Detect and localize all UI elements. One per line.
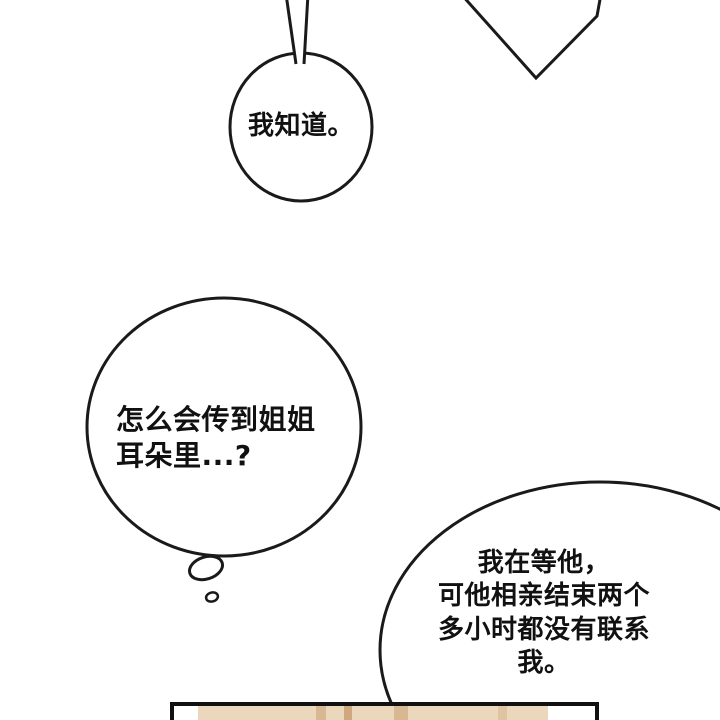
speech-line: 多小时都没有联系: [437, 614, 650, 645]
artwork-stripe: [344, 706, 352, 720]
thought-line: 怎么会传到姐姐: [116, 403, 316, 436]
thought-bubble: [85, 296, 363, 603]
artwork-stripe: [498, 706, 507, 720]
bottom-speech-text: 我在等他， 可他相亲结束两个 多小时都没有联系 我。: [408, 547, 680, 680]
artwork-stripe: [316, 706, 326, 720]
top-speech-text: 我知道。: [236, 110, 366, 144]
thought-line: 耳朵里...?: [116, 439, 252, 473]
panel-artwork: [198, 706, 548, 720]
artwork-stripe: [394, 706, 408, 720]
speech-line: 我知道。: [247, 111, 354, 141]
speech-line: 我。: [517, 647, 571, 678]
thought-text: 怎么会传到姐姐 耳朵里...?: [116, 402, 346, 475]
thought-trail-dot: [204, 591, 220, 603]
speech-bubble-bottom: [378, 480, 720, 720]
thought-trail-bubble: [187, 554, 225, 582]
speech-line: 我在等他，: [477, 548, 611, 578]
shout-bubble: [464, 0, 602, 81]
speech-tail: [286, 0, 308, 64]
panel-frame: [170, 702, 599, 720]
speech-bubble-top: [228, 0, 374, 203]
speech-line: 可他相亲结束两个: [437, 581, 650, 612]
